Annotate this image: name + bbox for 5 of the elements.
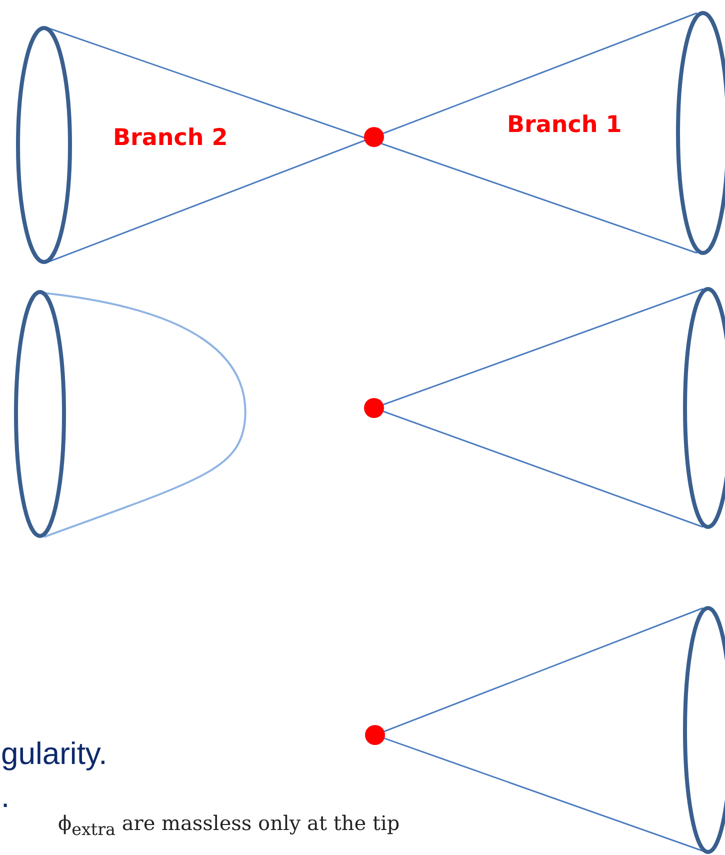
branch-label: Branch 1 [507,113,622,138]
text-fragment: gularity. [1,737,108,772]
text-fragment: . [1,780,10,814]
branch-label: Branch 2 [113,126,228,152]
note-text: ϕ$_{extra}$ are massless only at the tip [58,812,400,840]
